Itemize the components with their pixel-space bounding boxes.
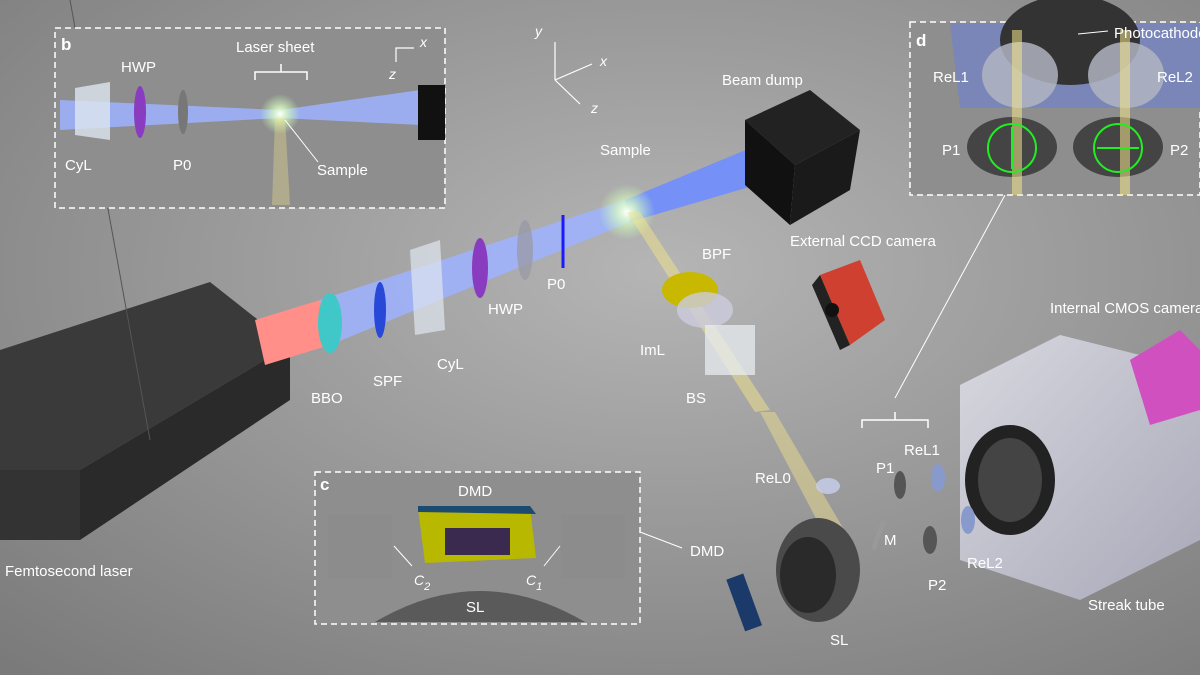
- label-iml: ImL: [640, 342, 665, 359]
- label-rel1: ReL1: [904, 442, 940, 459]
- label-bpf: BPF: [702, 246, 731, 263]
- label-p2: P2: [928, 577, 946, 594]
- inset-b-cyl: CyL: [65, 157, 92, 174]
- inset-b-sample: Sample: [317, 162, 368, 179]
- relay-lens-1: [931, 464, 945, 492]
- label-streak-tube: Streak tube: [1088, 597, 1165, 614]
- dmd-device: [726, 573, 763, 632]
- label-beam-dump: Beam dump: [722, 72, 803, 89]
- inset-b-axis-z: z: [388, 66, 396, 82]
- inset-d-rel1: ReL1: [933, 69, 969, 86]
- signal-beam-2: [760, 412, 850, 545]
- label-dmd: DMD: [690, 543, 724, 560]
- inset-c-dmd: DMD: [458, 483, 492, 500]
- leader-line-d: [894, 194, 1006, 399]
- label-sample: Sample: [600, 142, 651, 159]
- relay-lens-0: [816, 478, 840, 494]
- inset-d-rel2: ReL2: [1157, 69, 1193, 86]
- bracket: [861, 412, 929, 428]
- axis-z-label: z: [590, 100, 598, 116]
- inset-d: [909, 0, 1200, 196]
- label-rel2: ReL2: [967, 555, 1003, 572]
- label-bbo: BBO: [311, 390, 343, 407]
- streak-tube: [960, 330, 1200, 600]
- pattern-c2: [328, 515, 392, 579]
- red-beam: [255, 300, 330, 365]
- beam-splitter: [705, 325, 755, 375]
- inset-b-hwp: HWP: [121, 59, 156, 76]
- label-p1: P1: [876, 460, 894, 477]
- relay-lens-2: [961, 506, 975, 534]
- label-hwp: HWP: [488, 301, 523, 318]
- label-external-ccd: External CCD camera: [790, 233, 937, 250]
- label-femtosecond-laser: Femtosecond laser: [5, 563, 133, 580]
- label-m: M: [884, 532, 897, 549]
- cylindrical-lens: [410, 240, 445, 335]
- label-spf: SPF: [373, 373, 402, 390]
- axes-indicator: [554, 42, 593, 105]
- inset-b-letter: b: [61, 35, 71, 54]
- label-internal-cmos: Internal CMOS camera: [1050, 300, 1200, 317]
- imaging-lens: [677, 292, 733, 328]
- mirror-m: [870, 520, 886, 551]
- axis-x-label: x: [599, 53, 608, 69]
- polarizer-p2: [923, 526, 937, 554]
- polarizer-p1: [894, 471, 906, 499]
- inset-b-axis-x: x: [419, 34, 428, 50]
- femtosecond-laser: [0, 0, 290, 540]
- label-cyl: CyL: [437, 356, 464, 373]
- leader-line-c: [639, 531, 683, 549]
- inset-b-laser-sheet: Laser sheet: [236, 39, 315, 56]
- blue-beam-to-dump: [625, 140, 780, 222]
- label-sl: SL: [830, 632, 848, 649]
- beam-dump: [745, 90, 860, 225]
- inset-c-c1: C1: [526, 572, 542, 593]
- label-bs: BS: [686, 390, 706, 407]
- streak-lens-sl: [776, 518, 860, 622]
- inset-b-p0: P0: [173, 157, 191, 174]
- internal-cmos-camera: [1130, 330, 1200, 425]
- external-ccd-camera: [812, 260, 885, 350]
- inset-c-sl: SL: [466, 599, 484, 616]
- pattern-c1: [561, 515, 625, 579]
- polarizer-p0: [517, 220, 533, 280]
- inset-d-p1: P1: [942, 142, 960, 159]
- bbo-crystal: [318, 293, 342, 353]
- inset-b: [54, 27, 446, 209]
- label-p0: P0: [547, 276, 565, 293]
- spf-filter: [374, 282, 386, 338]
- label-rel0: ReL0: [755, 470, 791, 487]
- inset-c: [314, 471, 641, 625]
- axis-y-label: y: [534, 23, 543, 39]
- inset-d-letter: d: [916, 31, 926, 50]
- half-wave-plate: [472, 238, 488, 298]
- inset-d-photocathode: Photocathode: [1114, 25, 1200, 42]
- inset-d-p2: P2: [1170, 142, 1188, 159]
- inset-c-letter: c: [320, 475, 329, 494]
- inset-c-c2: C2: [414, 572, 430, 593]
